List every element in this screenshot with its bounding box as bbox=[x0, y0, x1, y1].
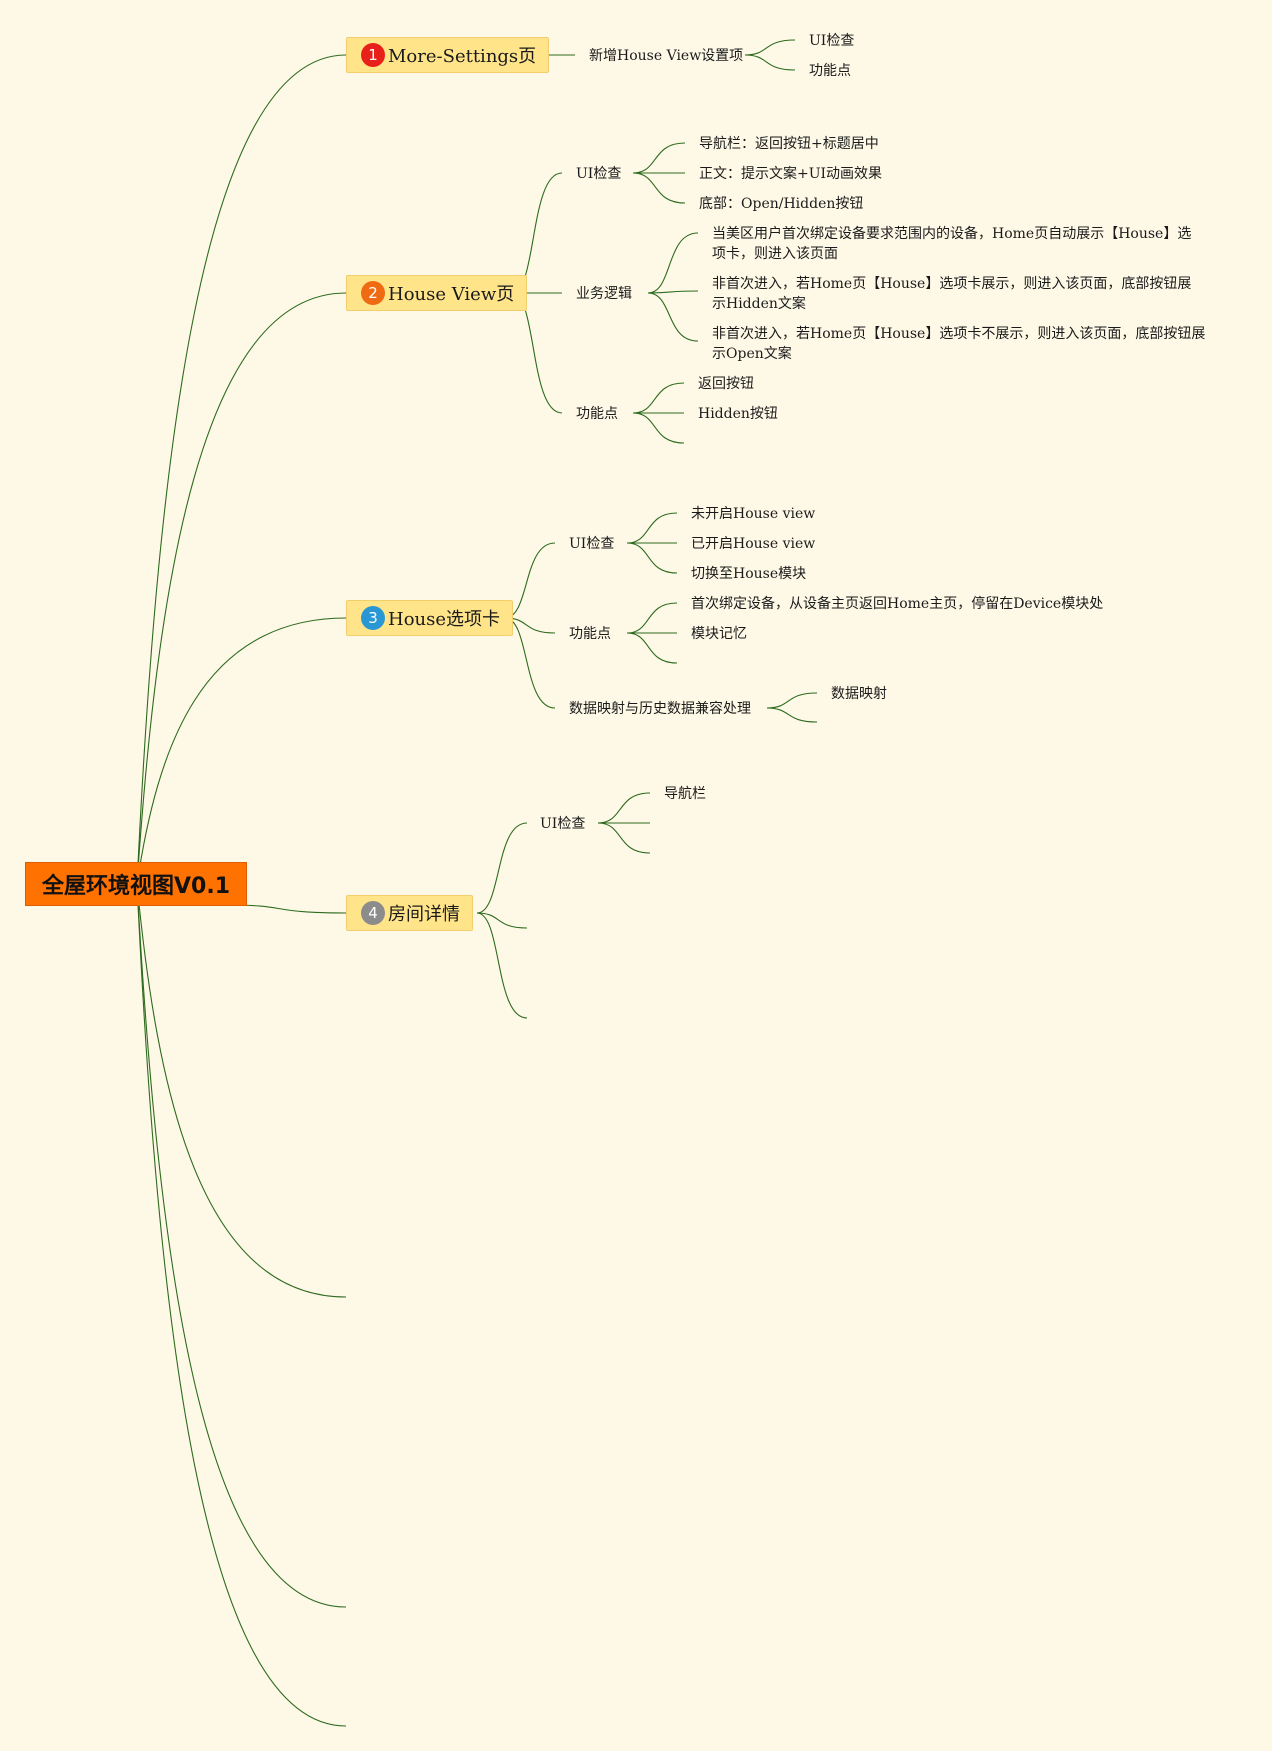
connector-line bbox=[632, 412, 685, 444]
number-badge-icon: 4 bbox=[361, 901, 385, 925]
branch-room-detail[interactable]: 4 房间详情 bbox=[346, 895, 473, 931]
topic-module-memory[interactable]: 模块记忆 bbox=[691, 626, 747, 642]
root-connector-line bbox=[136, 883, 347, 1298]
connector-line bbox=[744, 54, 796, 71]
connector-line bbox=[744, 39, 796, 56]
root-connector-line bbox=[136, 292, 347, 885]
connector-line bbox=[632, 382, 685, 414]
connector-line bbox=[476, 912, 528, 929]
topic-ui-check[interactable]: UI检查 bbox=[569, 536, 615, 552]
topic-ui-check[interactable]: UI检查 bbox=[576, 166, 622, 182]
connector-line bbox=[647, 292, 699, 342]
number-badge-icon: 2 bbox=[361, 281, 385, 305]
root-connector-line bbox=[136, 617, 347, 885]
number-badge-icon: 3 bbox=[361, 606, 385, 630]
topic-feature-points[interactable]: 功能点 bbox=[809, 63, 851, 79]
topic-feature-points[interactable]: 功能点 bbox=[569, 626, 611, 642]
branch-label: 房间详情 bbox=[388, 904, 460, 925]
root-connector-line bbox=[136, 883, 347, 1608]
connector-line bbox=[597, 822, 651, 854]
topic-nav-bar[interactable]: 导航栏：返回按钮+标题居中 bbox=[699, 136, 879, 152]
root-connector-line bbox=[229, 904, 347, 914]
topic-logic-first-bind[interactable]: 当美区用户首次绑定设备要求范围内的设备，Home页自动展示【House】选项卡，… bbox=[712, 226, 1192, 262]
connector-line bbox=[626, 602, 678, 634]
topic-first-bind-return[interactable]: 首次绑定设备，从设备主页返回Home主页，停留在Device模块处 bbox=[691, 596, 1104, 612]
connector-line bbox=[632, 142, 686, 174]
branch-house-view-page[interactable]: 2 House View页 bbox=[346, 275, 528, 311]
topic-bottom-buttons[interactable]: 底部：Open/Hidden按钮 bbox=[699, 196, 864, 212]
number-badge-icon: 1 bbox=[361, 43, 385, 67]
topic-data-mapping[interactable]: 数据映射 bbox=[831, 686, 887, 702]
topic-ui-check[interactable]: UI检查 bbox=[540, 816, 586, 832]
root-topic-label: 全屋环境视图V0.1 bbox=[42, 874, 230, 899]
branch-label: House选项卡 bbox=[388, 609, 501, 630]
topic-data-mapping-compat[interactable]: 数据映射与历史数据兼容处理 bbox=[569, 701, 751, 717]
connector-line bbox=[647, 290, 699, 294]
topic-logic-shown[interactable]: 非首次进入，若Home页【House】选项卡展示，则进入该页面，底部按钮展示Hi… bbox=[712, 276, 1192, 312]
connector-line bbox=[476, 822, 528, 914]
connector-line bbox=[626, 512, 678, 544]
topic-feature-points[interactable]: 功能点 bbox=[576, 406, 618, 422]
topic-house-view-off[interactable]: 未开启House view bbox=[691, 506, 816, 522]
connector-line bbox=[632, 172, 686, 204]
topic-logic-hidden[interactable]: 非首次进入，若Home页【House】选项卡不展示，则进入该页面，底部按钮展示O… bbox=[712, 326, 1206, 362]
connector-line bbox=[511, 292, 563, 414]
connector-line bbox=[597, 792, 651, 824]
branch-house-tab[interactable]: 3 House选项卡 bbox=[346, 600, 514, 636]
branch-label: House View页 bbox=[388, 284, 515, 305]
connector-line bbox=[626, 542, 678, 574]
topic-switch-house-module[interactable]: 切换至House模块 bbox=[691, 566, 807, 582]
branch-more-settings[interactable]: 1 More-Settings页 bbox=[346, 37, 550, 73]
connector-line bbox=[766, 707, 818, 723]
branch-label: More-Settings页 bbox=[388, 46, 537, 67]
root-connector-line bbox=[136, 54, 347, 885]
topic-new-house-view-setting[interactable]: 新增House View设置项 bbox=[589, 48, 744, 64]
topic-ui-check[interactable]: UI检查 bbox=[809, 33, 855, 49]
connector-line bbox=[626, 632, 678, 664]
topic-back-button[interactable]: 返回按钮 bbox=[698, 376, 754, 392]
topic-body-text[interactable]: 正文：提示文案+UI动画效果 bbox=[699, 166, 883, 182]
topic-nav-bar[interactable]: 导航栏 bbox=[664, 786, 706, 802]
connector-line bbox=[476, 912, 528, 1019]
root-topic[interactable]: 全屋环境视图V0.1 bbox=[25, 862, 247, 906]
topic-house-view-on[interactable]: 已开启House view bbox=[691, 536, 816, 552]
root-connector-line bbox=[136, 883, 347, 1727]
topic-hidden-button[interactable]: Hidden按钮 bbox=[698, 406, 778, 422]
connector-line bbox=[647, 232, 699, 294]
topic-business-logic[interactable]: 业务逻辑 bbox=[576, 286, 632, 302]
connector-line bbox=[766, 692, 818, 709]
